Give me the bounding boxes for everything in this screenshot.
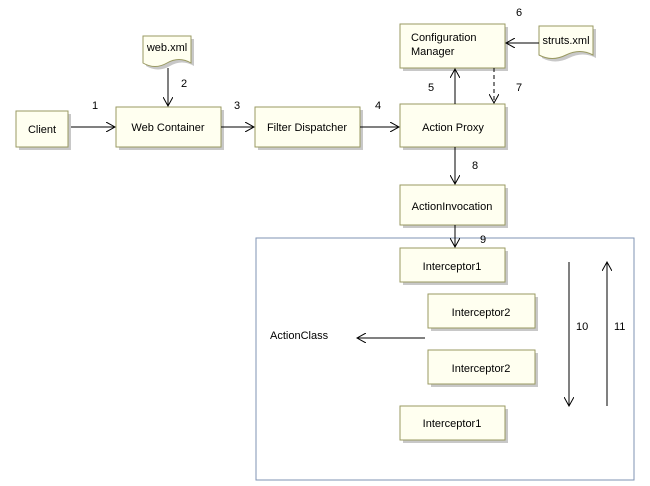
web-container-label: Web Container (131, 122, 205, 134)
client-label: Client (28, 124, 56, 136)
interceptor-stack-frame (255, 237, 635, 481)
interceptor1-top-node: Interceptor1 (399, 247, 508, 285)
interceptor2-bottom-node: Interceptor2 (427, 349, 538, 387)
interceptor1-bottom-label: Interceptor1 (423, 418, 482, 430)
action-class-label: ActionClass (270, 330, 329, 342)
step-label-11: 11 (614, 321, 625, 333)
action-invocation-label: ActionInvocation (412, 201, 493, 213)
step-label-7: 7 (516, 82, 522, 94)
action-proxy-node: Action Proxy (399, 103, 508, 150)
action-invocation-node: ActionInvocation (399, 184, 508, 228)
configuration-manager-label-2: Manager (411, 46, 455, 58)
interceptor2-top-node: Interceptor2 (427, 293, 538, 331)
interceptor1-top-label: Interceptor1 (423, 261, 482, 273)
configuration-manager-node: Configuration Manager (399, 23, 508, 71)
action-proxy-label: Action Proxy (422, 122, 484, 134)
step-label-8: 8 (472, 160, 478, 172)
interceptor1-bottom-node: Interceptor1 (399, 405, 508, 443)
filter-dispatcher-node: Filter Dispatcher (254, 106, 363, 150)
client-node: Client (15, 110, 71, 150)
step-label-9: 9 (480, 234, 486, 246)
interceptor2-top-label: Interceptor2 (452, 307, 511, 319)
interceptor2-bottom-label: Interceptor2 (452, 363, 511, 375)
step-label-10: 10 (576, 321, 588, 333)
web-xml-label: web.xml (146, 42, 187, 54)
web-container-node: Web Container (115, 106, 224, 150)
step-label-6: 6 (516, 7, 522, 19)
struts-xml-label: struts.xml (542, 35, 589, 47)
web-xml-document: web.xml (142, 35, 194, 70)
step-label-3: 3 (234, 100, 240, 112)
filter-dispatcher-label: Filter Dispatcher (267, 122, 347, 134)
configuration-manager-label-1: Configuration (411, 32, 476, 44)
struts-xml-document: struts.xml (538, 25, 596, 62)
step-label-5: 5 (428, 82, 434, 94)
step-label-2: 2 (181, 78, 187, 90)
step-label-1: 1 (92, 100, 98, 112)
step-label-4: 4 (375, 100, 381, 112)
